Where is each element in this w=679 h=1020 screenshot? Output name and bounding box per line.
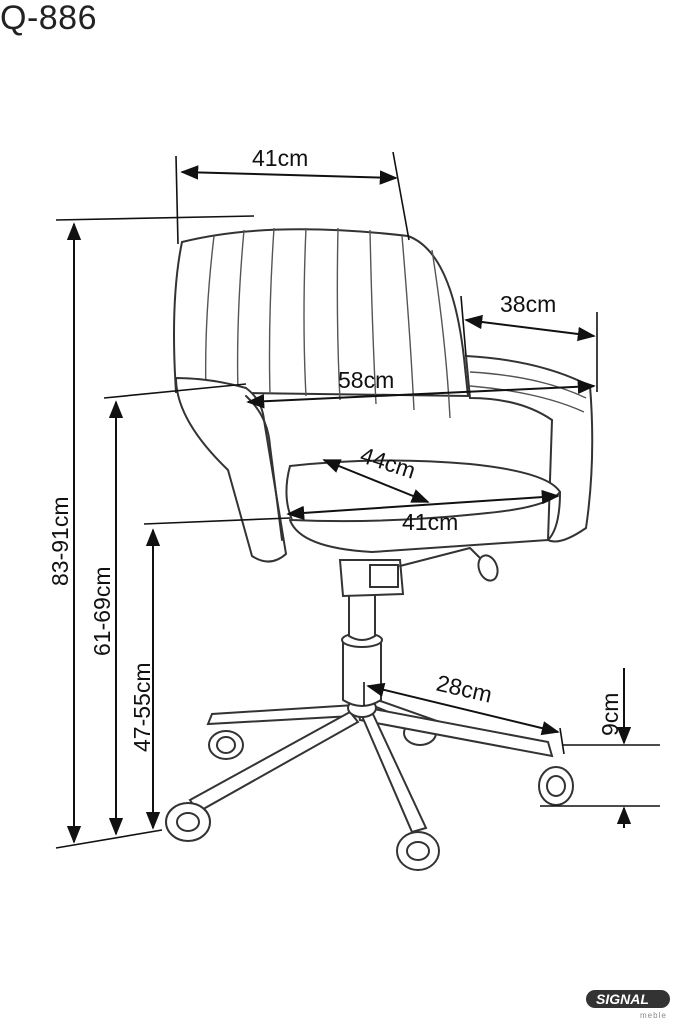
caster-back-left <box>208 730 244 760</box>
dim-caster-height: 9cm <box>540 668 660 828</box>
label-armrest-depth: 38cm <box>500 291 556 317</box>
label-seat-width: 41cm <box>402 509 458 535</box>
dim-seat-height: 47-55cm <box>129 517 291 830</box>
label-caster-height: 9cm <box>597 693 623 736</box>
caster-front-right <box>538 766 574 806</box>
dim-total-height: 83-91cm <box>47 215 255 849</box>
label-seat-height: 47-55cm <box>129 663 155 752</box>
model-title: Q-886 <box>0 0 97 37</box>
dim-overall-width: 58cm <box>246 367 596 409</box>
label-armrest-height: 61-69cm <box>89 567 115 656</box>
label-total-height: 83-91cm <box>47 497 73 586</box>
caster-front-left <box>165 802 211 842</box>
dim-backrest-width: 41cm <box>175 145 410 245</box>
caster-front-middle <box>396 831 440 871</box>
brand-tagline: meble <box>640 1011 667 1020</box>
dim-armrest-depth: 38cm <box>460 291 598 392</box>
backrest <box>173 228 470 398</box>
dim-seat-width: 41cm <box>286 489 560 535</box>
brand-logo: SIGNAL meble <box>586 990 670 1020</box>
label-base-radius: 28cm <box>434 670 495 708</box>
dim-armrest-height: 61-69cm <box>89 383 247 836</box>
backrest-channels <box>204 227 451 419</box>
label-backrest-width: 41cm <box>252 145 308 171</box>
brand-name: SIGNAL <box>596 991 649 1007</box>
armrest-left <box>174 376 288 563</box>
label-overall-width: 58cm <box>338 367 394 393</box>
chair-illustration <box>165 227 594 871</box>
